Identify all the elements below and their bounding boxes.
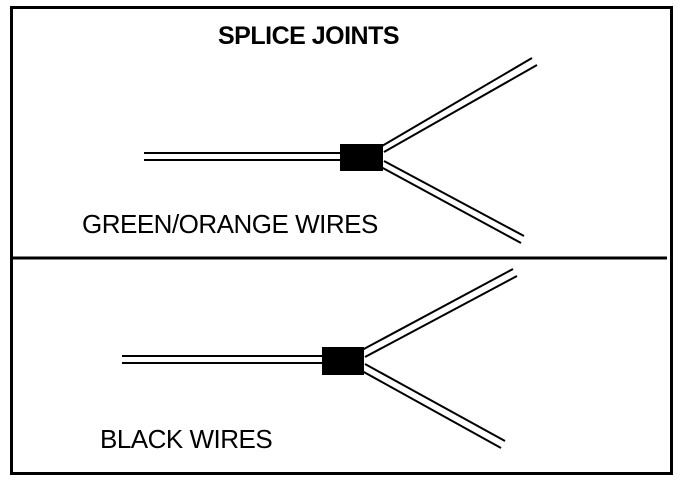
outgoing-wire-top-lower bbox=[380, 160, 525, 244]
splice-bottom bbox=[122, 268, 518, 449]
green-orange-wires-label: GREEN/ORANGE WIRES bbox=[82, 209, 378, 239]
splice-top bbox=[144, 57, 538, 244]
outgoing-wire-bottom-upper bbox=[361, 268, 518, 358]
black-wires-label: BLACK WIRES bbox=[100, 424, 273, 454]
splice-connector-top bbox=[340, 144, 383, 171]
outgoing-wire-bottom-lower bbox=[361, 363, 506, 449]
splice-connector-bottom bbox=[322, 347, 364, 375]
outgoing-wire-top-upper bbox=[381, 57, 538, 153]
diagram-frame bbox=[10, 6, 673, 475]
diagram-title: SPLICE JOINTS bbox=[218, 22, 400, 50]
